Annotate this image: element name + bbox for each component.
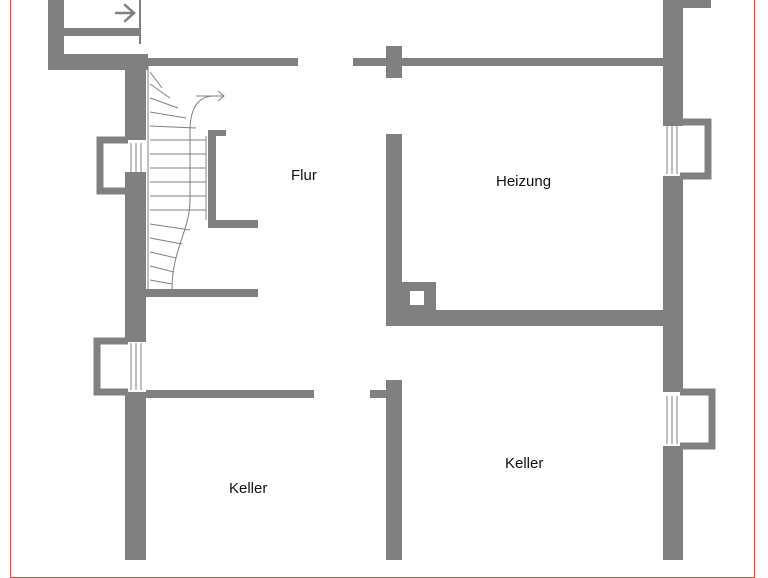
wall-entry-step xyxy=(64,28,140,36)
window-glazing xyxy=(130,126,678,444)
window-right-lower xyxy=(680,388,716,450)
window-left-upper xyxy=(96,136,128,195)
wall-right-1 xyxy=(663,0,683,126)
room-label-heizung: Heizung xyxy=(496,173,552,190)
windows-right xyxy=(680,118,716,450)
wall-keller-divider-stub xyxy=(370,390,386,398)
wall-stair-bottom xyxy=(146,289,258,297)
wall-right-3 xyxy=(663,446,683,560)
wall-top-right xyxy=(353,58,663,66)
window-left-lower xyxy=(93,337,128,396)
wall-right-top-jamb xyxy=(683,0,711,8)
wall-left-3 xyxy=(125,392,146,560)
arrow-right-icon xyxy=(114,3,136,23)
floor-plan xyxy=(48,0,716,560)
wall-right-2 xyxy=(663,176,683,392)
wall-keller-divider xyxy=(386,380,402,560)
wall-left-2 xyxy=(125,172,146,342)
wall-stair-right xyxy=(208,130,216,228)
wall-keller-left-top xyxy=(146,390,314,398)
wall-stair-lower xyxy=(208,220,258,228)
stair-walkline xyxy=(171,95,215,290)
room-label-flur: Flur xyxy=(291,167,317,184)
wall-entry-bottom xyxy=(48,54,148,70)
windows-left xyxy=(93,136,128,396)
wall-top-stub xyxy=(386,46,402,78)
wall-heizung-left xyxy=(386,134,402,326)
window-right-upper xyxy=(680,118,712,180)
wall-heizung-bottom xyxy=(386,310,663,326)
arrow-right-icon xyxy=(196,90,225,102)
wall-entry-left xyxy=(48,0,64,70)
chimney-flue xyxy=(410,291,424,305)
walls xyxy=(48,0,711,560)
room-label-keller-left: Keller xyxy=(229,480,268,497)
wall-left-1 xyxy=(125,54,146,140)
staircase xyxy=(147,66,215,290)
room-label-keller-right: Keller xyxy=(505,455,544,472)
wall-stair-top-notch xyxy=(208,130,226,136)
wall-top-left xyxy=(146,58,298,66)
